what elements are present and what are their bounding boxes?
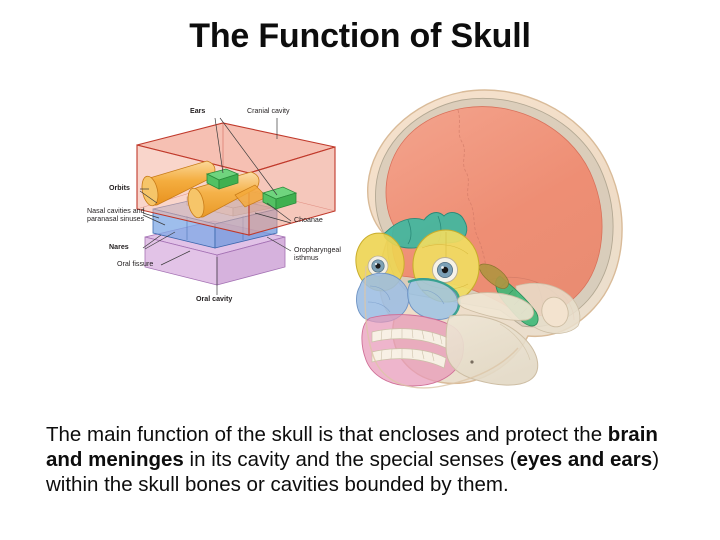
face-translucent-overlay	[364, 265, 519, 389]
zygomatic-arch	[457, 292, 534, 321]
diagram-label-oropharyngeal-line1: Oropharyngeal	[294, 246, 341, 254]
leader-lines	[139, 117, 292, 295]
page-title: The Function of Skull	[189, 17, 531, 55]
ear-boxes	[205, 168, 298, 210]
diagram-label-choanae: Choanae	[294, 216, 323, 224]
figure-area: Ears Cranial cavity Orbits Nasal cavitie…	[87, 85, 635, 395]
diagram-label-nasal-cavities-line1: Nasal cavities and	[87, 207, 145, 215]
mandible	[445, 314, 539, 386]
diagram-label-cranial-cavity: Cranial cavity	[247, 107, 290, 115]
diagram-label-ears: Ears	[190, 107, 206, 115]
diagram-label-orbits: Orbits	[109, 184, 130, 192]
lower-teeth	[371, 348, 447, 369]
body-paragraph: The main function of the skull is that e…	[46, 422, 686, 497]
eyeball-far	[367, 255, 389, 277]
diagram-label-nares: Nares	[109, 243, 129, 251]
diagram-label-oral-fissure: Oral fissure	[117, 260, 154, 268]
body-emphasis: brain and meninges	[46, 422, 658, 471]
oral-cavity-region	[361, 314, 464, 387]
body-emphasis: eyes and ears	[516, 447, 653, 471]
nasal-cavity-region	[356, 272, 461, 323]
schematic-diagram: Ears Cranial cavity Orbits Nasal cavitie…	[87, 85, 360, 315]
diagram-label-nasal-cavities-line2: paranasal sinuses	[87, 215, 145, 223]
body-run: in its cavity and the special senses (	[183, 447, 517, 471]
body-run: ) within the skull bones or cavities bou…	[46, 447, 660, 496]
external-auditory-meatus	[541, 296, 569, 328]
diagram-label-oral-cavity: Oral cavity	[196, 295, 233, 303]
eyeball-near	[432, 257, 458, 283]
body-run: The main function of the skull is that e…	[46, 422, 608, 446]
skull-illustration	[350, 80, 640, 400]
upper-teeth	[371, 328, 449, 349]
diagram-label-oropharyngeal-line2: isthmus	[294, 254, 319, 262]
orbit-cones	[141, 160, 268, 219]
